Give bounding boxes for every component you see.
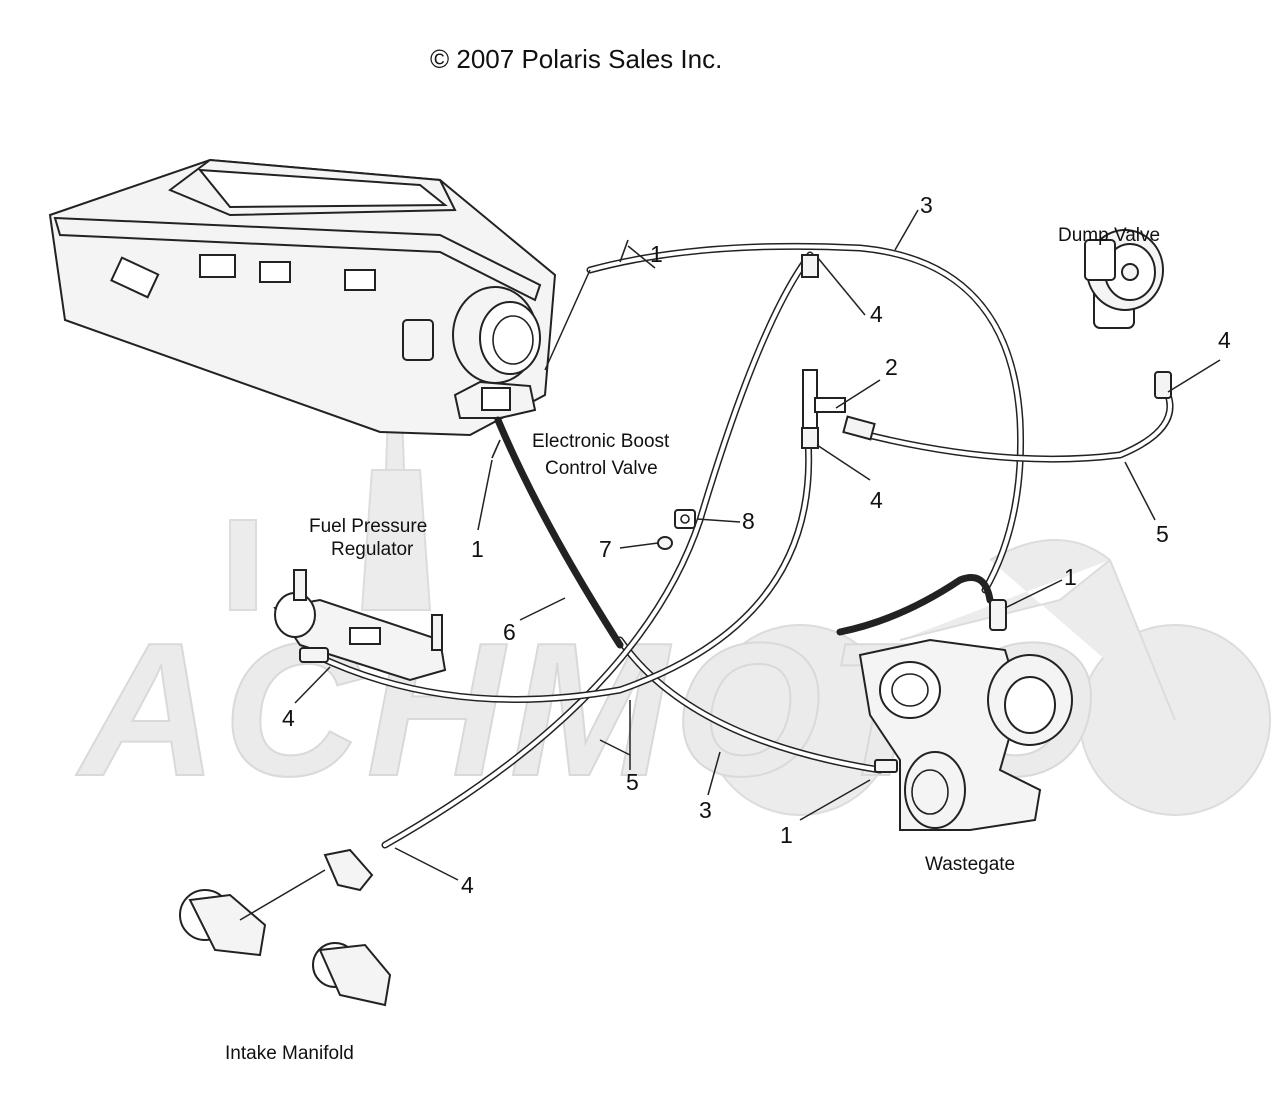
callout-1-boost: 1 (471, 536, 484, 562)
label-fuel-reg-line1: Fuel Pressure (309, 516, 427, 537)
tee-fitting (801, 254, 876, 449)
airbox-assembly (48, 158, 557, 437)
callout-1-top: 1 (650, 241, 663, 267)
hose-clips (491, 239, 629, 459)
callout-4-mid: 4 (870, 487, 883, 513)
callout-1-turbo: 1 (1064, 564, 1077, 590)
clamp (674, 509, 696, 529)
label-wastegate: Wastegate (925, 854, 1015, 875)
copyright-text: © 2007 Polaris Sales Inc. (430, 44, 722, 74)
map-sensor (323, 848, 374, 892)
leader-lines (294, 209, 1221, 881)
callout-1-bottom: 1 (780, 822, 793, 848)
callout-4-top: 4 (870, 301, 883, 327)
wastegate-turbo (836, 574, 1073, 831)
hose-3 (544, 242, 1025, 774)
callout-8: 8 (742, 508, 755, 534)
label-dump-valve: Dump Valve (1058, 225, 1160, 246)
label-fuel-reg-line2: Regulator (331, 539, 414, 560)
hose-6 (494, 416, 624, 649)
dump-valve (1084, 229, 1172, 399)
boost-control-valve-body (453, 380, 537, 419)
callout-5-right: 5 (1156, 521, 1169, 547)
callout-4-intake: 4 (461, 872, 474, 898)
fuel-pressure-regulator (273, 569, 447, 682)
label-intake-manifold: Intake Manifold (225, 1043, 354, 1064)
screw (657, 536, 673, 550)
callout-7: 7 (599, 536, 612, 562)
intake-manifold (179, 848, 392, 1007)
callout-3-bottom: 3 (699, 797, 712, 823)
callout-3-top: 3 (920, 192, 933, 218)
label-boost-valve-line2: Control Valve (545, 458, 658, 479)
callout-2: 2 (885, 354, 898, 380)
part-labels: Dump Valve Electronic Boost Control Valv… (225, 225, 1160, 1064)
hose-5 (311, 251, 1174, 849)
callout-6: 6 (503, 619, 516, 645)
callout-5-bottom: 5 (626, 769, 639, 795)
callout-4-dump: 4 (1218, 327, 1231, 353)
label-boost-valve-line1: Electronic Boost (532, 431, 670, 452)
callout-numbers: 3 1 4 2 4 4 5 1 8 7 1 6 4 5 3 1 4 (282, 192, 1231, 898)
callout-4-fuel: 4 (282, 705, 295, 731)
